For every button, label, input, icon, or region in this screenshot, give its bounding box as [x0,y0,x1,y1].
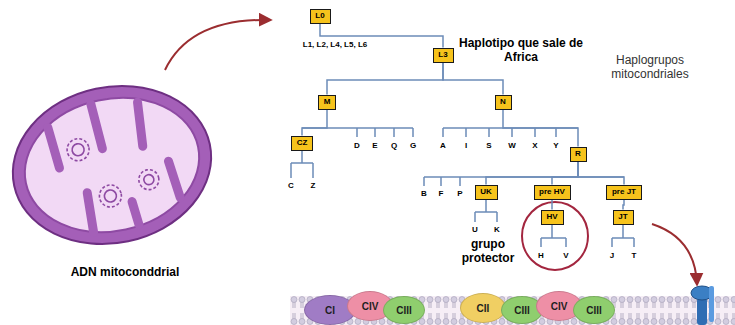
complex-blob: CIII [573,296,615,324]
haplogroup-leaf: I [465,141,467,150]
branch-line [424,177,624,186]
haplogroup-leaf: F [439,189,444,198]
haplogroup-leaf: U [472,225,478,234]
haplogroup-leaf: X [532,141,537,150]
node-text: CII [477,303,490,314]
crista [91,104,103,149]
branch-line [612,225,634,247]
haplogroup-leaf: H [538,251,544,260]
haplogroup-box: pre JT [606,185,642,200]
branch-line [443,128,578,137]
node-text: CIII [514,305,530,316]
crista [85,193,95,233]
crista [48,127,60,169]
mtdna-ring [137,168,161,192]
haplogroup-box: L3 [433,48,454,63]
haplogroup-list: L1, L2, L4, L5, L6 [303,40,367,49]
node-text: CZ [297,139,308,148]
haplogroup-box: pre HV [534,185,571,200]
tree-connector [443,63,503,95]
inner-membrane [12,82,212,248]
haplogroup-box: M [318,95,336,110]
haplogroup-leaf: B [421,189,427,198]
haplogroup-leaf: G [410,141,416,150]
haplogroup-box: R [570,147,587,162]
atp-synthase [691,286,714,325]
haplogroup-leaf: W [508,141,516,150]
haplogroup-leaf: S [486,141,491,150]
node-text: CI [325,305,335,316]
haplogroup-leaf: D [354,141,360,150]
node-text: L3 [438,51,447,60]
node-text: CIV [362,301,379,312]
node-text: N [500,98,506,107]
tree-connector [578,162,624,185]
tree-connector [551,200,553,210]
tree-connector [623,200,624,210]
figure-caption: ADN mitoconddrial [71,265,180,279]
annotation: grupo protector [456,237,520,265]
haplogroup-leaf: E [372,141,377,150]
mtdna-ring [65,137,91,163]
haplogroup-leaf: Y [553,141,558,150]
haplogroup-leaf: C [288,181,294,190]
crista [132,201,139,225]
complex-blob: CIII [383,296,425,324]
branch-line [475,200,497,222]
haplogroup-box: N [495,95,512,110]
tree-connector [486,162,578,185]
node-text: CIII [586,305,602,316]
complex-blob: CII [460,293,506,323]
mtdna-ring [97,183,123,209]
node-text: M [324,98,331,107]
haplogroup-leaf: J [610,251,614,260]
haplogroup-leaf: K [494,225,500,234]
curved-arrow [165,20,270,70]
tree-lines [291,128,634,247]
node-text: HV [546,213,557,222]
haplogroup-box: UK [475,185,498,200]
haplogroup-leaf: P [457,189,462,198]
annotation: Haplogrupos mitocondriales [593,53,708,81]
mtdna [65,124,163,214]
branch-line [302,128,413,137]
outer-membrane [0,68,226,262]
haplogroup-box: L0 [310,9,331,24]
branch-line [541,225,566,247]
branch-line [291,151,313,178]
node-text: UK [480,188,492,197]
node-text: pre HV [539,188,565,197]
atp-stalk [697,298,707,325]
haplogroup-leaf: A [440,141,446,150]
mtdna-ring [71,143,85,157]
atp-arm [709,286,714,322]
tree-connector [327,63,443,95]
haplogroup-box: CZ [291,136,313,151]
node-text: L0 [315,12,324,21]
haplogroup-leaf: T [632,251,637,260]
node-text: R [575,150,581,159]
mtdna-ring [143,174,155,186]
node-text: CIV [551,301,568,312]
annotation: Haplotipo que sale de Africa [459,36,584,64]
mtdna-ring [103,189,117,203]
crista [168,160,180,198]
tree-connector [552,162,578,185]
crista [134,102,147,146]
curved-arrow [652,224,697,284]
node-text: pre JT [612,188,636,197]
mitochondrion [0,68,226,262]
haplogroup-leaf: Q [391,141,397,150]
haplogroup-leaf: Z [311,181,316,190]
node-text: JT [618,213,627,222]
haplogroup-leaf: V [563,251,568,260]
highlight-circle [522,202,588,270]
node-text: CIII [396,305,412,316]
haplogroup-box: HV [541,210,564,225]
cristae [45,90,184,239]
haplogroup-box: JT [613,210,634,225]
tree-connector [302,110,327,136]
